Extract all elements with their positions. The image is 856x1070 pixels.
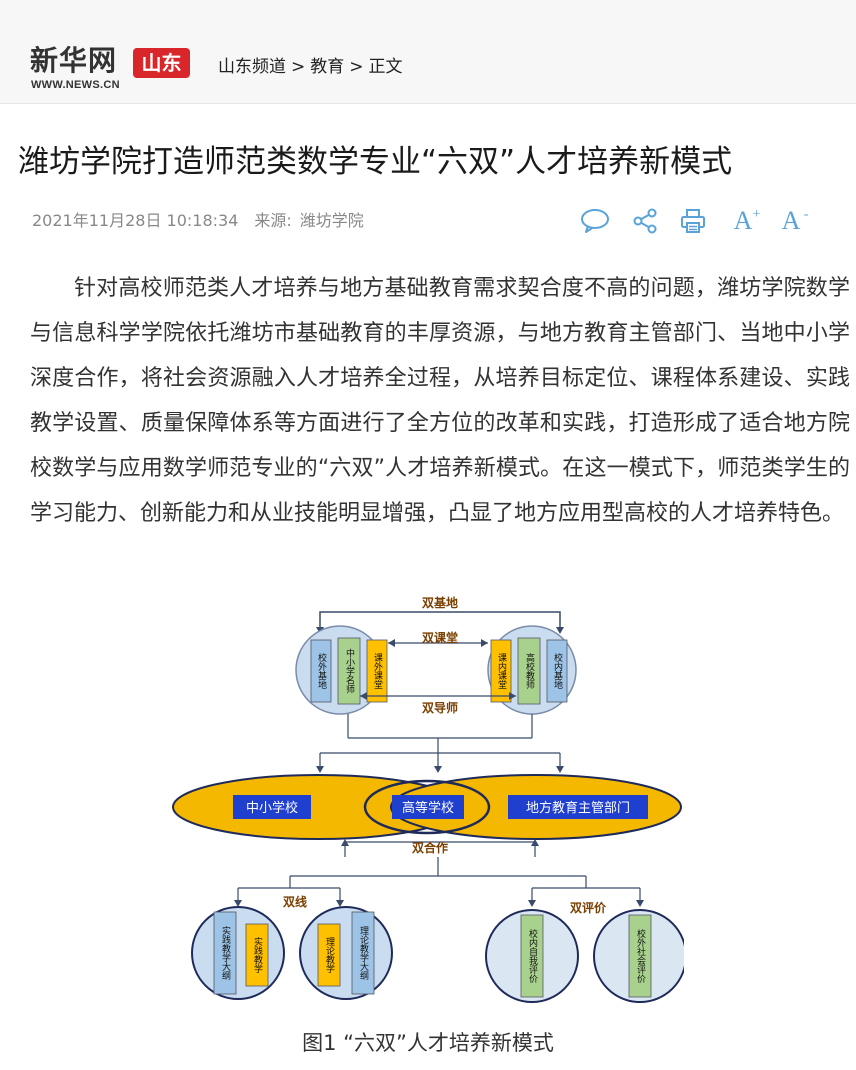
text-theory-syllabus: 理论教学大纲 — [358, 926, 369, 981]
print-icon[interactable] — [676, 204, 710, 238]
figure-caption: 图1 “六双”人才培养新模式 — [302, 1031, 554, 1055]
text-primary-schools: 中小学校 — [246, 800, 298, 816]
source-name: 潍坊学院 — [299, 211, 364, 230]
arrow-icon — [509, 692, 516, 700]
font-decrease-minus: - — [803, 207, 809, 222]
ellipse-university — [363, 779, 491, 835]
left-box-1-text: 校外基地 — [316, 652, 327, 689]
breadcrumb-separator: > — [349, 57, 364, 77]
box-left-3 — [366, 639, 388, 703]
article-body: 针对高校师范类人才培养与地方基础教育需求契合度不高的问题，潍坊学院数学与信息科学… — [30, 276, 850, 526]
box-right-2 — [517, 637, 541, 705]
breadcrumb: 山东频道>教育>正文 — [218, 55, 403, 79]
text-university: 高等学校 — [402, 800, 454, 816]
arrow-icon — [388, 639, 395, 647]
font-decrease-letter: A — [781, 206, 801, 235]
site-logo[interactable]: 新华网 山东 WWW.NEWS.CN — [30, 44, 195, 94]
breadcrumb-item-channel[interactable]: 山东频道 — [218, 57, 286, 77]
share-icon[interactable] — [628, 204, 662, 238]
label-classroom: 双课堂 — [422, 630, 458, 645]
text-practice-syllabus: 实践教学大纲 — [220, 925, 231, 981]
text-practice-teaching: 实践教学 — [252, 936, 263, 973]
circle-theory — [299, 906, 393, 1000]
six-double-model-figure: 双基地 校外基地 中小学名师 课外课堂 课内课堂 高校教师 校内基地 双课堂 双… — [170, 590, 687, 1016]
article-toolbar: A+ A- — [578, 204, 808, 238]
arrow-icon — [531, 839, 539, 846]
font-increase-icon[interactable]: A+ — [726, 204, 761, 238]
left-box-2-text: 中小学名师 — [344, 647, 355, 694]
arrow-icon — [234, 900, 242, 907]
arrow-icon — [316, 766, 324, 773]
arrow-icon — [341, 839, 349, 846]
arrow-icon — [360, 692, 367, 700]
box-right-1 — [490, 639, 512, 703]
label-cooperation: 双合作 — [412, 840, 448, 855]
font-increase-letter: A — [733, 206, 753, 235]
logo-region-badge: 山东 — [133, 48, 190, 78]
arrow-icon — [556, 627, 564, 634]
logo-main-text: 新华网 — [30, 44, 118, 77]
article-title: 潍坊学院打造师范类数学专业“六双”人才培养新模式 — [18, 144, 733, 180]
arrow-icon — [528, 900, 536, 907]
font-increase-plus: + — [752, 207, 761, 222]
source-label: 来源: — [254, 211, 292, 230]
right-box-2-text: 高校教师 — [524, 652, 535, 690]
right-box-1-text: 课内课堂 — [496, 653, 507, 689]
arrow-icon — [434, 766, 442, 773]
arrow-icon — [556, 766, 564, 773]
label-eval: 双评价 — [570, 901, 607, 915]
text-theory-teaching: 理论教学 — [324, 937, 335, 973]
base-connector-line — [319, 611, 561, 627]
label-mentor: 双导师 — [422, 700, 458, 715]
circle-practice — [191, 906, 285, 1000]
breadcrumb-item-education[interactable]: 教育 — [310, 57, 345, 77]
right-box-3-text: 校内基地 — [552, 652, 563, 689]
arrow-icon — [481, 639, 488, 647]
article-meta: 2021年11月28日 10:18:34 来源: 潍坊学院 — [32, 209, 364, 233]
box-university — [392, 795, 464, 819]
breadcrumb-item-current: 正文 — [368, 57, 403, 77]
box-education-dept — [508, 795, 648, 819]
box-primary-schools — [233, 795, 311, 819]
comment-icon[interactable] — [578, 204, 612, 238]
label-line: 双线 — [283, 894, 307, 909]
box-right-3 — [546, 639, 568, 703]
site-header: 新华网 山东 WWW.NEWS.CN 山东频道>教育>正文 — [0, 0, 856, 104]
arrow-icon — [336, 900, 344, 907]
font-decrease-icon[interactable]: A- — [774, 204, 809, 238]
box-left-1 — [310, 639, 332, 703]
text-external-eval: 校外社会评价 — [635, 928, 646, 983]
box-left-2 — [337, 637, 361, 705]
text-internal-eval: 校内自我评价 — [527, 928, 538, 983]
text-education-dept: 地方教育主管部门 — [526, 800, 630, 816]
arrow-icon — [636, 900, 644, 907]
logo-url-text: WWW.NEWS.CN — [31, 79, 120, 91]
left-box-3-text: 课外课堂 — [372, 653, 383, 689]
label-base: 双基地 — [422, 595, 458, 610]
publish-datetime: 2021年11月28日 10:18:34 — [32, 211, 239, 230]
breadcrumb-separator: > — [291, 57, 306, 77]
